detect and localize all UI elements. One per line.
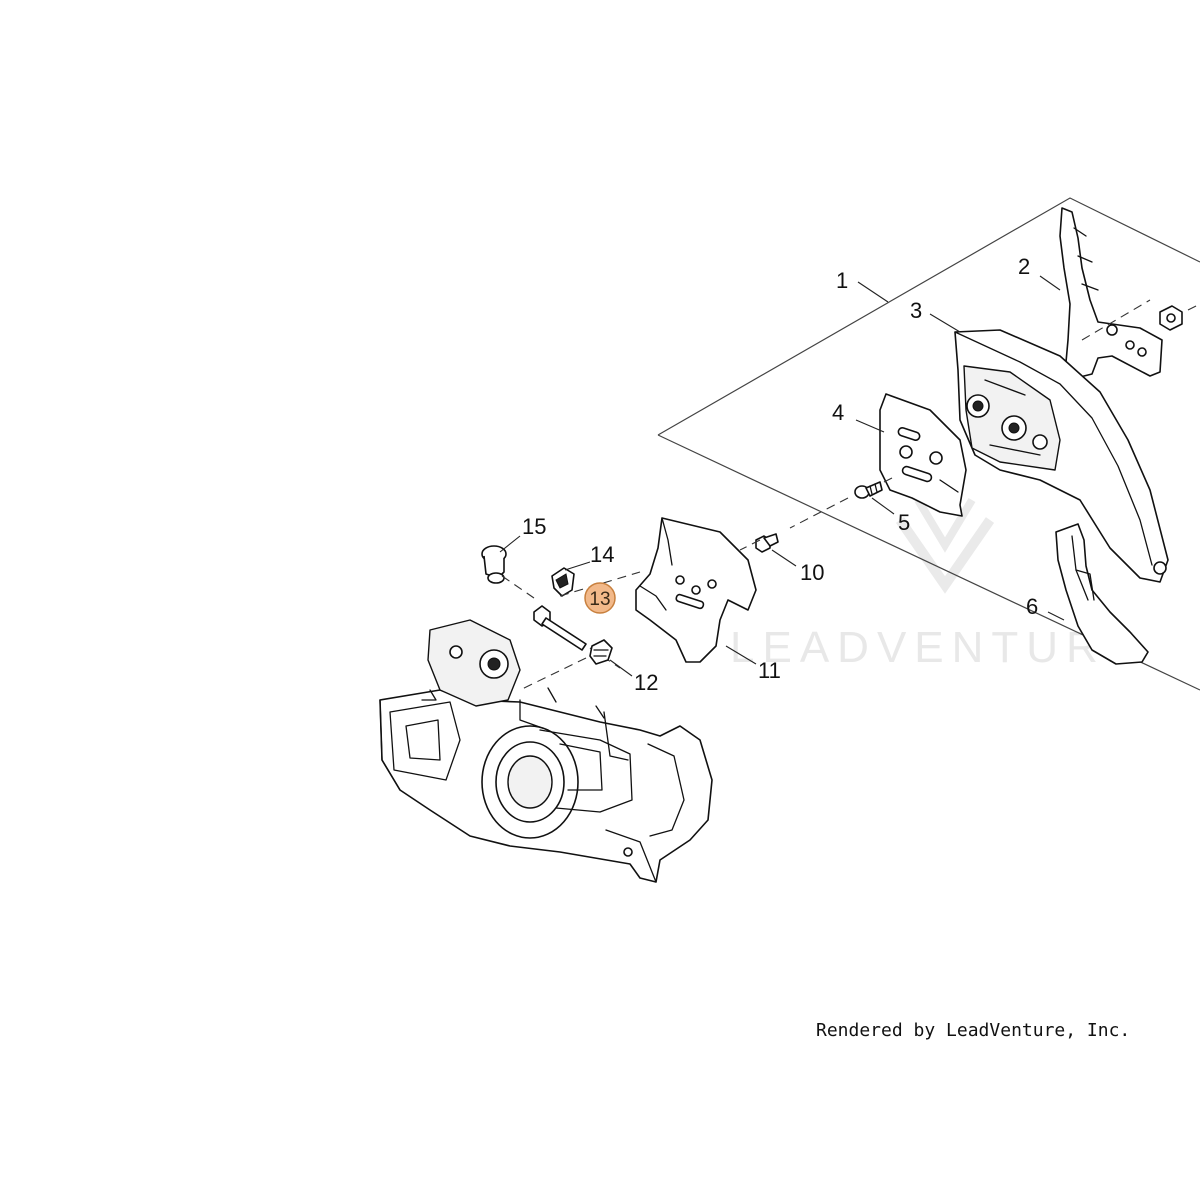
render-credit: Rendered by LeadVenture, Inc.: [816, 1020, 1131, 1041]
callout-1[interactable]: 1: [836, 268, 848, 293]
callout-labels: 1 2 3 4 5 6 10 11 12 14 15 13: [522, 254, 1038, 695]
part-6-bumper: [1055, 523, 1149, 665]
part-15-pin-cap: [481, 545, 535, 599]
part-13-long-bolt: [533, 571, 641, 669]
callout-14[interactable]: 14: [590, 542, 614, 567]
callout-5[interactable]: 5: [898, 510, 910, 535]
crankcase-body: [379, 619, 713, 883]
watermark-text: LEADVENTURE: [730, 623, 1143, 672]
callout-15[interactable]: 15: [522, 514, 546, 539]
callout-4[interactable]: 4: [832, 400, 844, 425]
callout-13-highlight-circle[interactable]: [584, 582, 616, 614]
nut-right-edge: [1081, 299, 1200, 341]
leader-lines: [499, 275, 1065, 677]
leadventure-watermark: LEADVENTURE: [730, 497, 1143, 672]
callout-2[interactable]: 2: [1018, 254, 1030, 279]
part-4-guide-plate: [879, 393, 967, 517]
part-2-chain-catcher: [1059, 207, 1163, 379]
part-12-stud: [519, 639, 613, 691]
part-3-sprocket-cover: [954, 329, 1169, 583]
callout-6[interactable]: 6: [1026, 594, 1038, 619]
callout-13-highlighted[interactable]: 13: [584, 582, 616, 614]
part-5-screw: [789, 477, 893, 529]
callout-3[interactable]: 3: [910, 298, 922, 323]
part-11-chain-guide: [635, 517, 757, 663]
part-10-bolt: [739, 533, 779, 553]
callout-13[interactable]: 13: [589, 589, 610, 610]
part-14-clip: [551, 567, 575, 597]
callout-10[interactable]: 10: [800, 560, 824, 585]
callout-12[interactable]: 12: [634, 670, 658, 695]
callout-11[interactable]: 11: [758, 658, 781, 683]
